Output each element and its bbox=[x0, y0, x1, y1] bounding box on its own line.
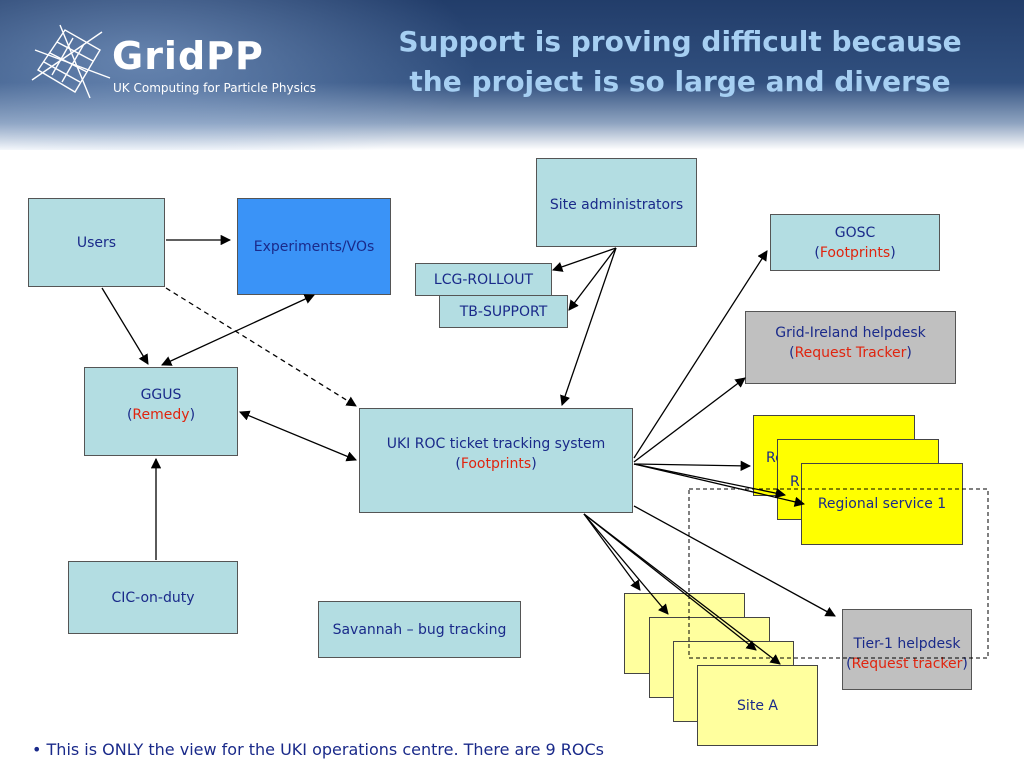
tier1-node: Tier-1 helpdesk (Request tracker) bbox=[842, 609, 972, 690]
site-admins-label: Site administrators bbox=[549, 197, 684, 213]
dashed-group-outline bbox=[688, 488, 989, 659]
users-to-uki-roc-dashed-arrow bbox=[165, 287, 357, 407]
cic-label: CIC-on-duty bbox=[111, 589, 195, 606]
uki-roc-node: UKI ROC ticket tracking system (Footprin… bbox=[359, 408, 633, 513]
uki-roc-to-site-1-arrow bbox=[583, 513, 641, 591]
site-a: Site A bbox=[697, 665, 818, 746]
users-to-ggus-arrow bbox=[101, 287, 149, 365]
lcg-rollout-label: LCG-ROLLOUT bbox=[433, 271, 534, 288]
savannah-label: Savannah – bug tracking bbox=[332, 621, 507, 638]
regional-service-1: Regional service 1 bbox=[801, 463, 963, 545]
uki-roc-to-grid-ireland-arrow bbox=[633, 377, 746, 463]
tb-support-node: TB-SUPPORT bbox=[439, 295, 568, 328]
title-line-1: Support is proving difficult because bbox=[398, 25, 962, 58]
cic-node: CIC-on-duty bbox=[68, 561, 238, 634]
grid-ireland-tool: Request Tracker bbox=[794, 344, 907, 361]
uki-roc-tool: Footprints bbox=[460, 455, 532, 472]
gridpp-logo-icon bbox=[31, 24, 111, 99]
tier1-tool-line: (Request tracker) bbox=[846, 655, 968, 672]
uki-roc-label: UKI ROC ticket tracking system bbox=[386, 435, 606, 452]
ggus-label: GGUS bbox=[140, 386, 182, 403]
site-a-label: Site A bbox=[737, 697, 778, 714]
brand-name: GridPP bbox=[112, 34, 264, 78]
ggus-node: GGUS (Remedy) bbox=[84, 367, 238, 456]
footer-note: • This is ONLY the view for the UKI oper… bbox=[32, 740, 604, 759]
gosc-label: GOSC bbox=[834, 224, 876, 241]
site-admins-to-lcg-arrow bbox=[552, 247, 617, 272]
ggus-tool: Remedy bbox=[132, 406, 190, 423]
uki-roc-to-site-a-arrow bbox=[583, 513, 781, 665]
header-banner: GridPP UK Computing for Particle Physics… bbox=[0, 0, 1024, 150]
tier1-label: Tier-1 helpdesk bbox=[853, 635, 961, 652]
experiments-node: Experiments/VOs bbox=[237, 198, 391, 295]
gosc-node: GOSC (Footprints) bbox=[770, 214, 940, 271]
uki-roc-to-regional-1-arrow bbox=[633, 463, 806, 507]
regional-service-back-1-label: R bbox=[790, 474, 800, 490]
gosc-tool: Footprints bbox=[819, 244, 891, 261]
uki-roc-tool-line: (Footprints) bbox=[455, 455, 537, 472]
slide-title: Support is proving difficult because the… bbox=[350, 22, 1010, 102]
grid-ireland-label: Grid-Ireland helpdesk bbox=[775, 324, 926, 341]
site-admins-to-uki-roc-arrow bbox=[560, 247, 617, 406]
uki-roc-to-regional-back-1-arrow bbox=[633, 463, 787, 499]
tb-support-label: TB-SUPPORT bbox=[459, 303, 548, 320]
regional-service-1-label: Regional service 1 bbox=[817, 496, 947, 512]
site-admins-node: Site administrators bbox=[536, 158, 697, 247]
users-node: Users bbox=[28, 198, 165, 287]
users-label: Users bbox=[76, 235, 117, 251]
savannah-node: Savannah – bug tracking bbox=[318, 601, 521, 658]
gosc-tool-line: (Footprints) bbox=[814, 244, 896, 261]
brand-tagline: UK Computing for Particle Physics bbox=[113, 81, 317, 95]
ggus-tool-line: (Remedy) bbox=[126, 406, 196, 423]
grid-ireland-node: Grid-Ireland helpdesk (Request Tracker) bbox=[745, 311, 956, 384]
grid-ireland-tool-line: (Request Tracker) bbox=[789, 344, 912, 361]
tier1-tool: Request tracker bbox=[851, 655, 963, 672]
lcg-rollout-node: LCG-ROLLOUT bbox=[415, 263, 552, 296]
experiments-label: Experiments/VOs bbox=[253, 238, 375, 255]
uki-roc-to-regional-back-2-arrow bbox=[633, 460, 752, 472]
site-admins-to-tb-arrow bbox=[568, 247, 617, 311]
uki-roc-to-site-2-arrow bbox=[583, 513, 669, 615]
ggus-uki-roc-arrow bbox=[239, 410, 357, 462]
uki-roc-to-tier1-arrow bbox=[633, 505, 836, 617]
title-line-2: the project is so large and diverse bbox=[409, 65, 951, 98]
uki-roc-to-gosc-arrow bbox=[633, 250, 768, 459]
ggus-experiments-arrow bbox=[161, 294, 315, 366]
